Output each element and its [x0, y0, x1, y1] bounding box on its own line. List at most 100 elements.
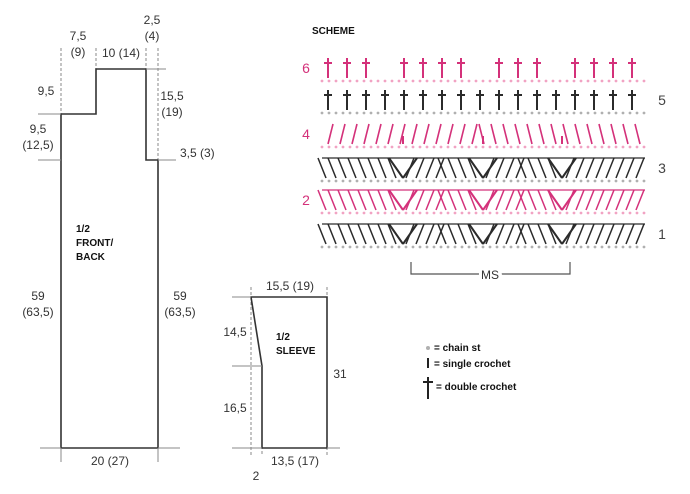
- dim-left-shoulder-height: 9,5: [38, 84, 55, 98]
- v-stitch: [317, 157, 327, 179]
- chain-dot: [481, 79, 485, 83]
- chain-dot: [558, 245, 562, 249]
- chain-dot: [488, 245, 492, 249]
- chain-dot: [488, 111, 492, 115]
- v-stitch: [415, 189, 425, 211]
- chain-dot: [586, 179, 590, 183]
- chain-dot: [621, 179, 625, 183]
- dim-armhole-height-alt: (12,5): [22, 138, 53, 152]
- chain-dot: [537, 179, 541, 183]
- v-stitch: [615, 189, 625, 211]
- chain-dot: [621, 245, 625, 249]
- chain-dot: [432, 245, 436, 249]
- row-number-4: 4: [302, 126, 310, 142]
- chain-dot: [600, 211, 604, 215]
- chain-dot: [537, 211, 541, 215]
- chain-dot: [614, 211, 618, 215]
- chain-dot: [502, 145, 506, 149]
- v-right-arm: [482, 189, 498, 211]
- chain-dot: [558, 111, 562, 115]
- chain-dot: [411, 211, 415, 215]
- v-stitch: [457, 223, 467, 245]
- v-right-arm: [402, 223, 418, 245]
- v-stitch: [635, 189, 645, 211]
- v-stitch: [387, 223, 397, 245]
- v-stitch: [327, 223, 337, 245]
- chain-dot: [320, 245, 324, 249]
- chain-dot: [390, 111, 394, 115]
- chain-dot: [404, 145, 408, 149]
- chain-dot: [607, 79, 611, 83]
- v-left-arm: [468, 157, 484, 179]
- sleeve-outline: [250, 296, 328, 449]
- chain-dot: [460, 211, 464, 215]
- chain-dot: [544, 79, 548, 83]
- fan-stitch: [363, 123, 370, 145]
- chain-dot: [502, 211, 506, 215]
- chain-dot: [488, 211, 492, 215]
- v-stitch: [595, 157, 605, 179]
- chain-dot: [446, 245, 450, 249]
- chain-dot: [509, 145, 513, 149]
- v-stitch: [575, 223, 585, 245]
- chain-dot: [383, 145, 387, 149]
- v-stitch: [505, 223, 515, 245]
- chain-dot: [586, 145, 590, 149]
- chain-dot: [481, 245, 485, 249]
- repeat-label: MS: [481, 268, 499, 282]
- chain-dot: [425, 79, 429, 83]
- chain-dot: [565, 179, 569, 183]
- chain-dot: [418, 245, 422, 249]
- chain-dot: [369, 111, 373, 115]
- chain-dot: [523, 79, 527, 83]
- chain-dot: [425, 211, 429, 215]
- body-outline: [60, 68, 159, 449]
- v-right-arm: [482, 157, 498, 179]
- v-stitch: [537, 223, 547, 245]
- chain-dot: [467, 245, 471, 249]
- v-stitch: [615, 157, 625, 179]
- chain-dot: [565, 245, 569, 249]
- fan-stitch: [586, 123, 593, 145]
- chain-dot: [516, 211, 520, 215]
- chain-dot: [334, 211, 338, 215]
- fan-stitch: [399, 123, 406, 145]
- fan-stitch: [459, 123, 466, 145]
- fan-stitch: [538, 123, 545, 145]
- v-left-arm: [547, 157, 563, 179]
- chain-dot: [509, 79, 513, 83]
- chain-dot: [607, 145, 611, 149]
- chain-dot: [593, 111, 597, 115]
- chain-dot: [432, 179, 436, 183]
- v-stitch: [495, 157, 505, 179]
- v-stitch: [495, 189, 505, 211]
- chain-dot: [635, 145, 639, 149]
- chain-dot: [530, 111, 534, 115]
- chain-dot: [565, 145, 569, 149]
- chain-dot: [516, 245, 520, 249]
- chain-dot: [614, 111, 618, 115]
- chain-dot: [425, 179, 429, 183]
- body-label-line2: FRONT/: [76, 238, 113, 249]
- dim-left-body-height: 59: [31, 289, 45, 303]
- chain-dot: [474, 211, 478, 215]
- v-stitch: [635, 157, 645, 179]
- chain-dot: [523, 111, 527, 115]
- row-number-2: 2: [302, 192, 310, 208]
- chain-dot: [495, 111, 499, 115]
- chain-dot: [390, 179, 394, 183]
- chain-dot: [579, 211, 583, 215]
- chain-dot: [621, 111, 625, 115]
- chain-dot: [411, 111, 415, 115]
- chain-dot: [530, 245, 534, 249]
- chain-dot: [376, 79, 380, 83]
- chain-dot: [453, 79, 457, 83]
- v-stitch: [515, 189, 525, 211]
- chain-dot: [586, 211, 590, 215]
- chain-dot: [320, 211, 324, 215]
- v-stitch: [505, 189, 515, 211]
- chain-dot: [404, 79, 408, 83]
- chain-dot: [551, 211, 555, 215]
- v-stitch: [575, 189, 585, 211]
